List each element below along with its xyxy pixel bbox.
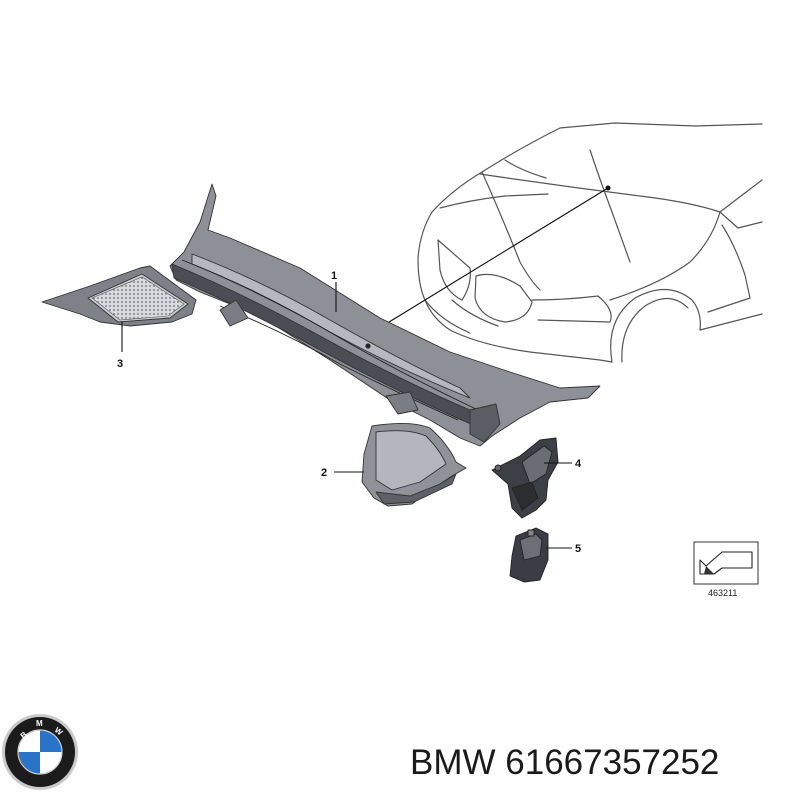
part-5-clip — [509, 527, 549, 583]
svg-text:M: M — [36, 719, 43, 728]
svg-text:W: W — [53, 725, 65, 737]
part-caption: BMW 61667357252 — [410, 738, 795, 788]
callout-5: 5 — [575, 543, 581, 555]
svg-text:B: B — [19, 730, 29, 741]
reference-code: 463211 — [708, 588, 737, 598]
part-1-cowl-panel — [169, 183, 601, 447]
mesh-screen — [91, 276, 185, 321]
callout-4: 4 — [575, 458, 582, 470]
bmw-logo: B M W — [2, 714, 78, 790]
callout-2: 2 — [321, 467, 327, 479]
brand-name: BMW — [410, 743, 496, 782]
part-number: 61667357252 — [505, 743, 720, 782]
leader-line-vehicle — [375, 185, 611, 331]
reference-box — [693, 541, 759, 585]
callout-1: 1 — [331, 270, 337, 282]
part-4-bracket — [491, 437, 559, 519]
vehicle-outline — [417, 122, 763, 363]
callout-3: 3 — [117, 358, 123, 370]
reference-arrow-icon — [699, 551, 753, 575]
part-2-side-cover — [361, 423, 467, 507]
